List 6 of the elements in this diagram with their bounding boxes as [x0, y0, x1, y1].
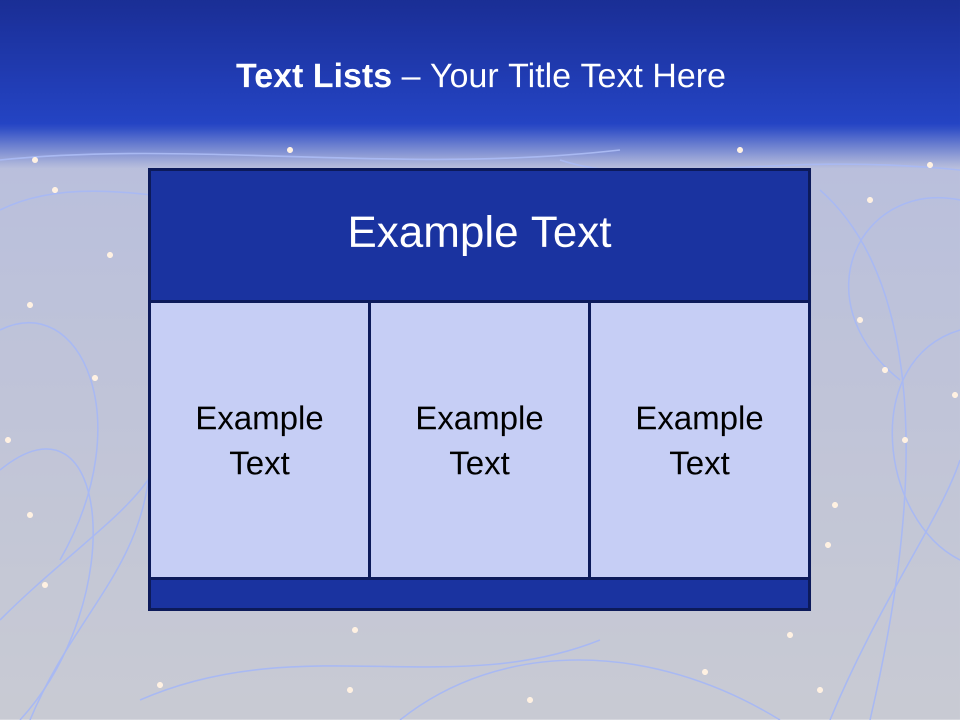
text-box: Example Text — [588, 300, 811, 580]
text-box: Example Text — [148, 300, 371, 580]
slide-title: Text Lists – Your Title Text Here — [236, 62, 724, 88]
text-box: Example Text — [368, 300, 591, 580]
footer-bar — [148, 577, 811, 611]
header-box: Example Text — [148, 168, 811, 303]
